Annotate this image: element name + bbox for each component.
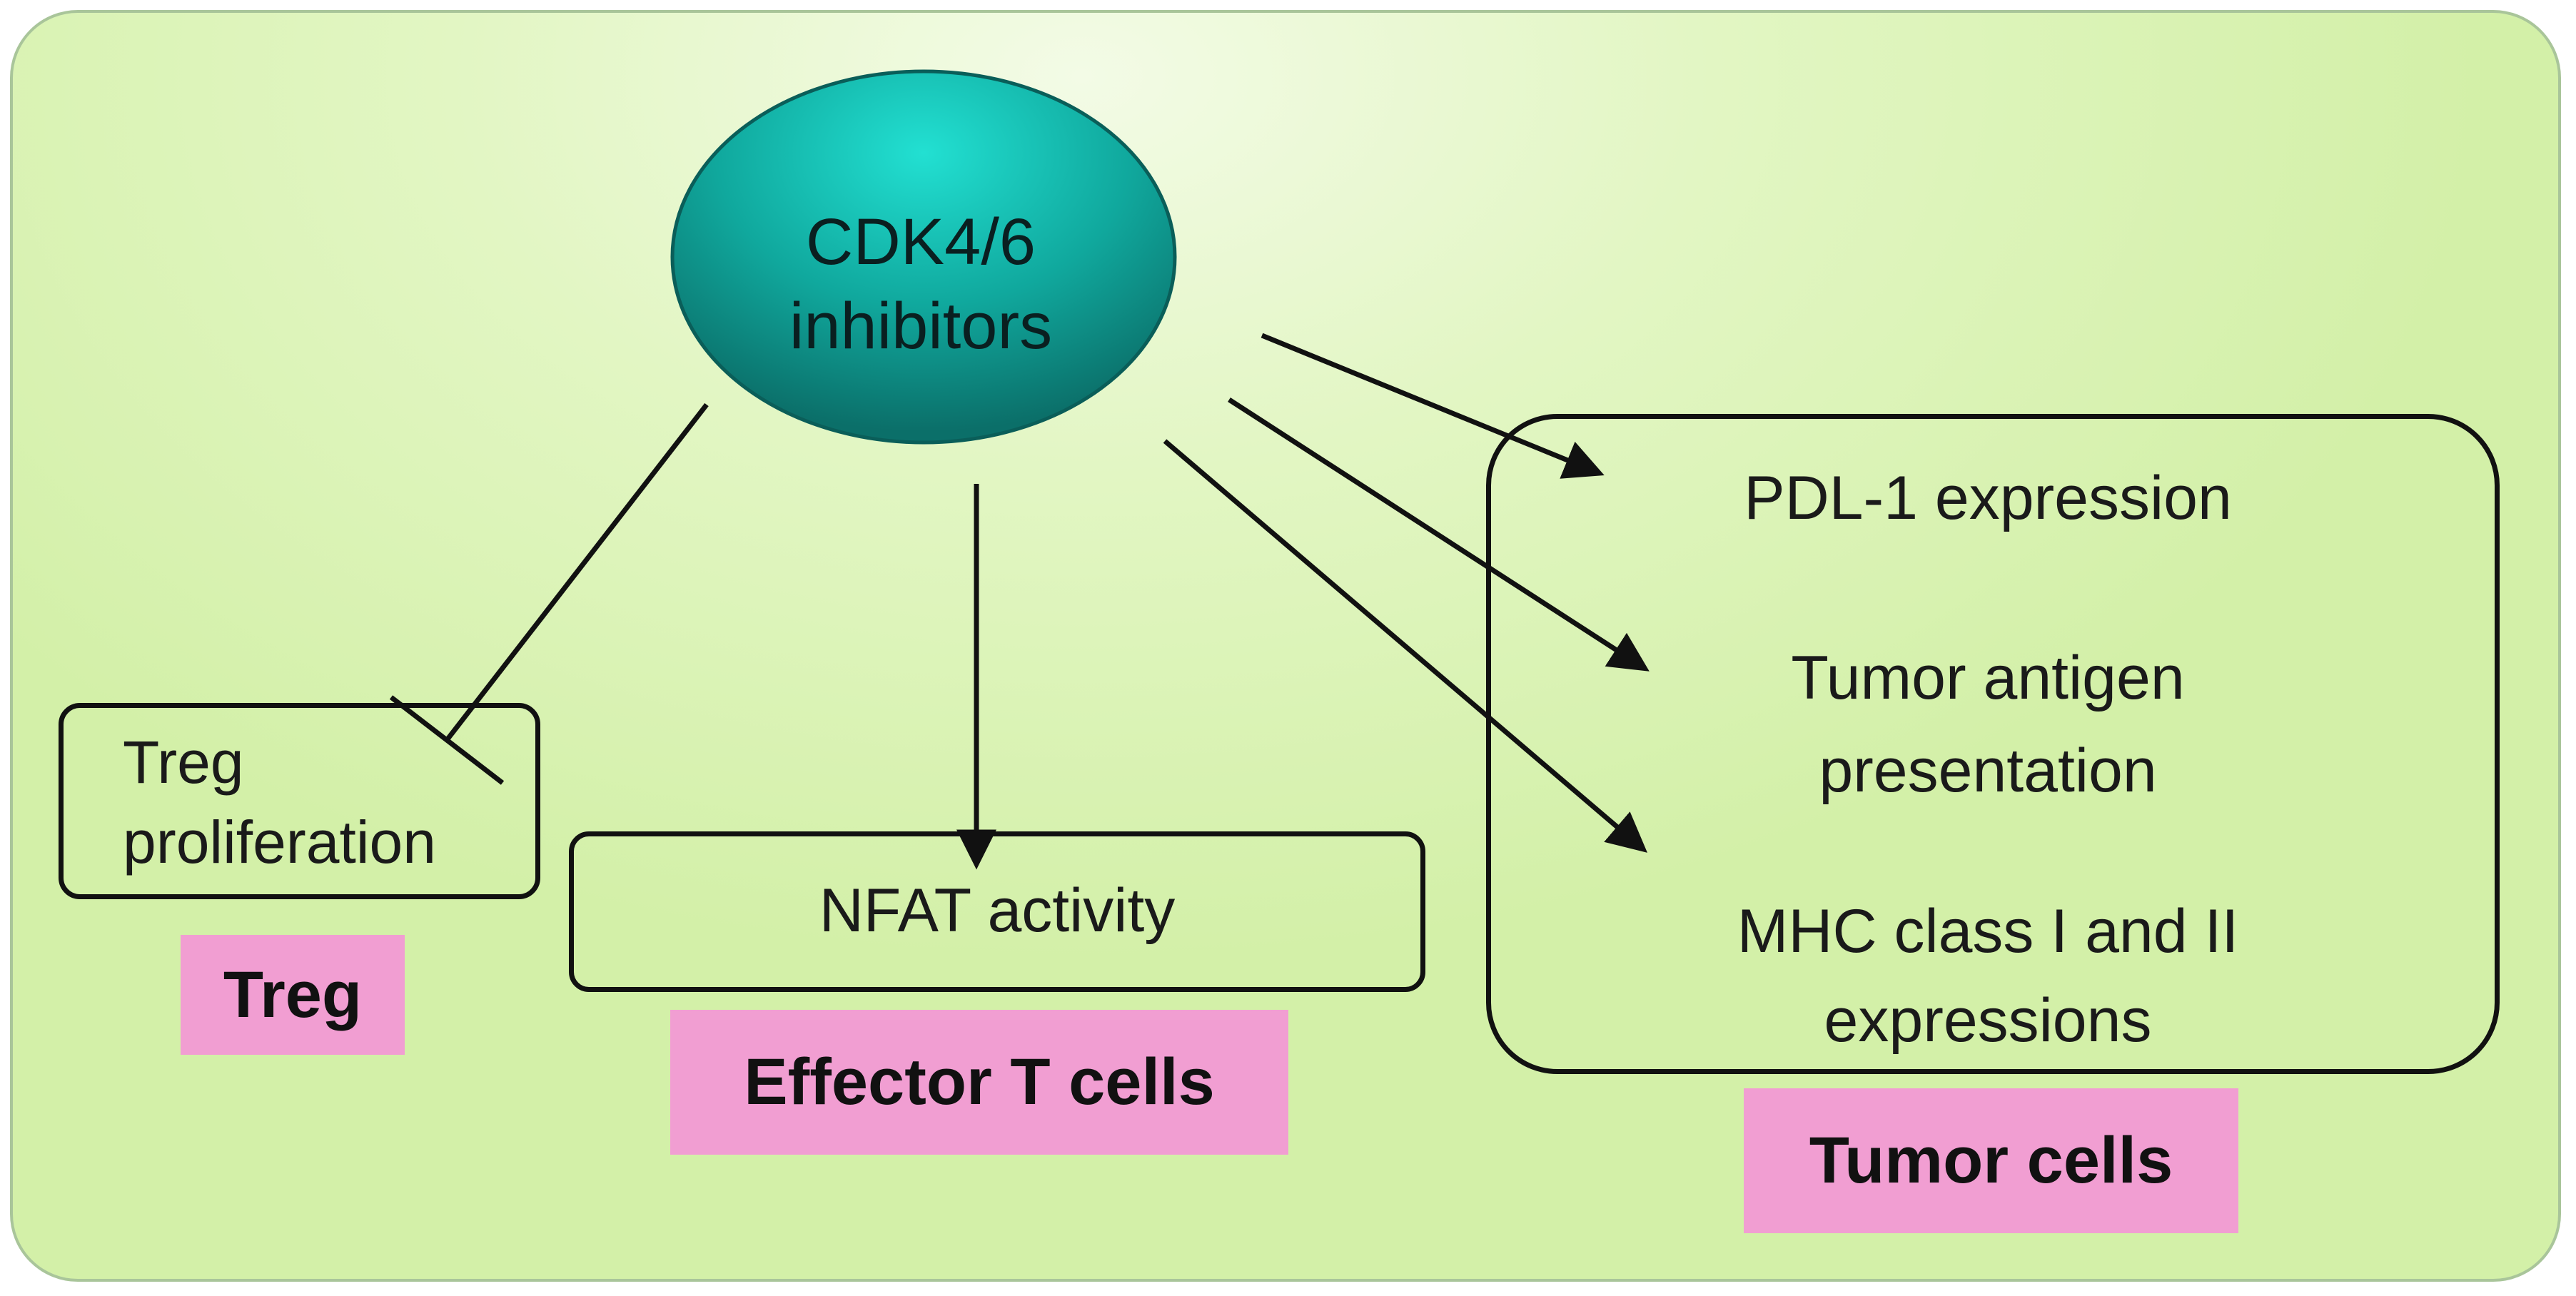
tumor-cells-tag: Tumor cells bbox=[1744, 1088, 2238, 1233]
center-node-line2: inhibitors bbox=[789, 290, 1053, 363]
center-node-line1: CDK4/6 bbox=[805, 206, 1036, 278]
tumor-cells-box bbox=[1486, 414, 2500, 1074]
tumor-antigen-line1: Tumor antigen bbox=[1791, 644, 2185, 712]
treg-proliferation-line1: Treg bbox=[123, 729, 244, 796]
pdl1-expression-label: PDL-1 expression bbox=[1744, 464, 2232, 532]
treg-proliferation-line2: proliferation bbox=[123, 809, 436, 876]
treg-tag: Treg bbox=[181, 935, 405, 1055]
nfat-activity-box bbox=[569, 831, 1425, 992]
mhc-class-line2: expressions bbox=[1824, 986, 2152, 1055]
treg-proliferation-box bbox=[59, 703, 540, 899]
cdk46-inhibitors-label: CDK4/6 inhibitors bbox=[678, 200, 1163, 368]
nfat-activity-label: NFAT activity bbox=[819, 876, 1176, 945]
tumor-antigen-line2: presentation bbox=[1819, 736, 2157, 805]
effector-t-cells-tag: Effector T cells bbox=[670, 1010, 1288, 1155]
mhc-class-line1: MHC class I and II bbox=[1737, 897, 2239, 966]
